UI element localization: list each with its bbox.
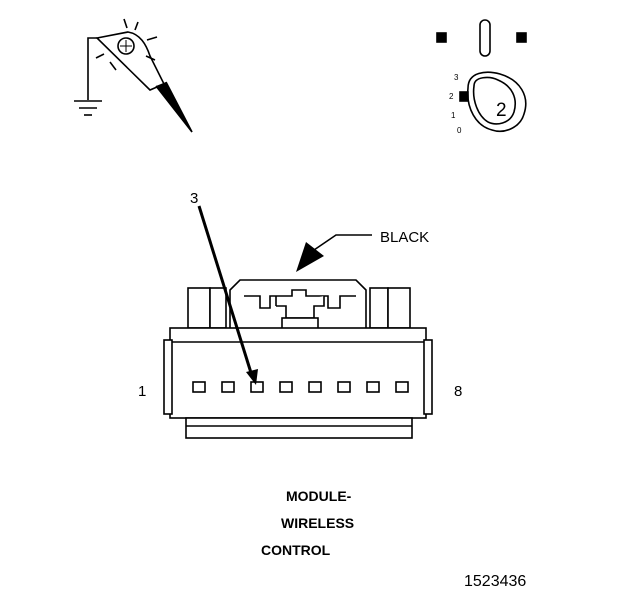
component-name-line-3: CONTROL: [261, 542, 331, 558]
ignition-position-labels: 3 2 1 0 2: [449, 73, 507, 135]
ignition-key-icon: [436, 19, 527, 132]
connector-pins: [192, 381, 409, 393]
connector-outline: [163, 279, 433, 439]
component-name-line-1: MODULE-: [286, 488, 352, 504]
ignition-position-0: 0: [457, 126, 462, 135]
connector-pin-1: [192, 381, 206, 393]
connector-pin-5: [308, 381, 322, 393]
test-light-probe-icon: [87, 18, 193, 133]
ignition-position-3: 3: [454, 73, 459, 82]
ignition-selected-position: 2: [496, 100, 507, 121]
callout-pin-number: 3: [190, 190, 198, 207]
connector-pin-8: [395, 381, 409, 393]
ignition-position-2: 2: [449, 92, 454, 101]
ignition-position-1: 1: [451, 111, 456, 120]
connector-pin-3: [250, 381, 264, 393]
component-name-line-2: WIRELESS: [281, 515, 354, 531]
pin-first-label: 1: [138, 383, 146, 400]
figure-id: 1523436: [464, 573, 526, 590]
connector-pin-4: [279, 381, 293, 393]
connector-pin-2: [221, 381, 235, 393]
connector-color-label: BLACK: [380, 229, 429, 246]
connector-color-arrow: [296, 234, 372, 272]
connector-pin-7: [366, 381, 380, 393]
pin-callout-arrow: [197, 205, 258, 385]
connector-pin-6: [337, 381, 351, 393]
pin-last-label: 8: [454, 383, 462, 400]
ground-symbol-icon: [74, 100, 102, 116]
